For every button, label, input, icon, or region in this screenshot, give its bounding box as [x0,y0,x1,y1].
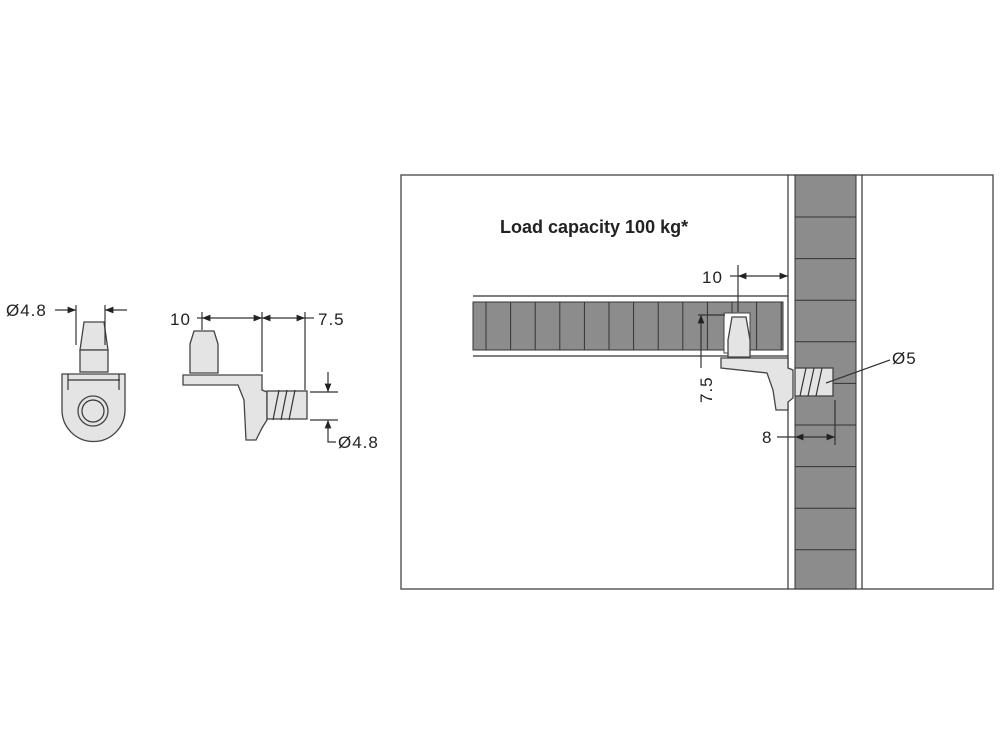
installed-edge-label: 10 [702,268,723,287]
front-diameter-label: Ø4.8 [6,301,47,320]
installed-view: Load capacity 100 kg* 10 7.5 Ø5 8 [400,174,994,590]
installed-hole-label: Ø5 [892,349,917,368]
side-depth-label: 7.5 [318,310,345,329]
bracket-side [182,374,268,441]
side-view: 10 7.5 Ø4.8 [170,310,379,452]
installed-frame [400,174,994,590]
front-view: Ø4.8 [6,301,127,443]
load-capacity-title: Load capacity 100 kg* [500,217,688,237]
pin-side [189,330,219,374]
side-diameter-label: Ø4.8 [338,433,379,452]
pin-top [79,321,109,351]
side-length-label: 10 [170,310,191,329]
installed-bracket [720,357,794,411]
installed-depth-label: 8 [762,428,772,447]
installed-height-label: 7.5 [697,376,716,403]
